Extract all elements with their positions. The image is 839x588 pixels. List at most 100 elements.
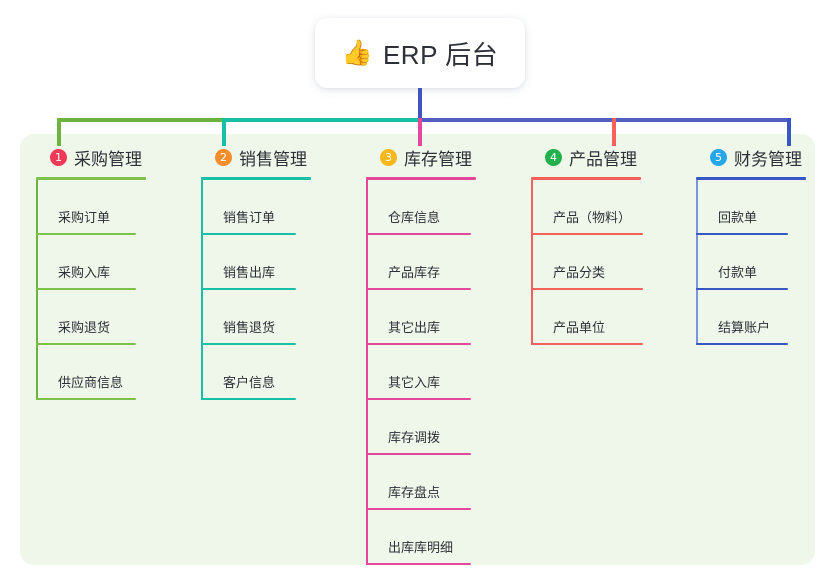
leaf-item-label: 库存调拨: [388, 430, 441, 445]
branch-title-3: 库存管理: [404, 149, 472, 169]
leaf-list-2: 销售订单销售出库销售退货客户信息: [201, 180, 311, 400]
branch-header-4[interactable]: 4 产品管理: [531, 145, 641, 169]
leaf-item-underline: [201, 343, 296, 345]
leaf-item-underline: [36, 288, 136, 290]
branch-underline-1: [36, 177, 146, 180]
leaf-item-label: 回款单: [718, 210, 758, 225]
leaf-list-4: 产品（物料） 产品分类产品单位: [531, 180, 643, 345]
leaf-item[interactable]: 销售出库: [201, 235, 311, 290]
leaf-item[interactable]: 库存调拨: [366, 400, 476, 455]
leaf-item[interactable]: 结算账户: [696, 290, 806, 345]
leaf-item-label: 仓库信息: [388, 210, 441, 225]
leaf-item-underline: [366, 508, 471, 510]
leaf-item-label: 产品（物料）: [553, 210, 632, 225]
leaf-item-label: 付款单: [718, 265, 758, 280]
thumbs-up-icon: 👍: [341, 38, 373, 67]
leaf-item-underline: [201, 288, 296, 290]
leaf-item-label: 结算账户: [718, 320, 771, 335]
branch-badge-icon-4: 4: [545, 148, 562, 166]
leaf-list-1: 采购订单采购入库采购退货供应商信息: [36, 180, 146, 400]
leaf-item-underline: [36, 343, 136, 345]
branch-title-1: 采购管理: [74, 149, 142, 169]
leaf-stem-line-5: [696, 180, 698, 345]
leaf-item-underline: [696, 233, 788, 235]
leaf-item-underline: [366, 398, 471, 400]
branch-column-3: 3 库存管理仓库信息产品库存其它出库其它入库库存调拨库存盘点出库库明细: [366, 145, 476, 565]
leaf-item[interactable]: 回款单: [696, 180, 806, 235]
leaf-item-label: 销售订单: [223, 210, 276, 225]
branch-title-5: 财务管理: [734, 149, 802, 169]
branch-badge-icon-2: 2: [215, 148, 232, 166]
leaf-item-underline: [696, 288, 788, 290]
branch-header-1[interactable]: 1 采购管理: [36, 145, 146, 169]
leaf-item-underline: [366, 288, 471, 290]
leaf-item-underline: [531, 288, 643, 290]
branch-underline-5: [696, 177, 806, 180]
leaf-item[interactable]: 其它出库: [366, 290, 476, 345]
leaf-list-3: 仓库信息产品库存其它出库其它入库库存调拨库存盘点出库库明细: [366, 180, 476, 565]
leaf-item-underline: [201, 233, 296, 235]
leaf-item-label: 产品单位: [553, 320, 606, 335]
leaf-stem-line-3: [366, 180, 368, 565]
leaf-item-label: 采购订单: [58, 210, 111, 225]
branch-header-5[interactable]: 5 财务管理: [696, 145, 806, 169]
leaf-item[interactable]: 产品（物料）: [531, 180, 643, 235]
branch-badge-icon-1: 1: [50, 148, 67, 166]
leaf-item[interactable]: 产品单位: [531, 290, 643, 345]
branch-header-3[interactable]: 3 库存管理: [366, 145, 476, 169]
leaf-item-label: 产品库存: [388, 265, 441, 280]
leaf-item[interactable]: 销售订单: [201, 180, 311, 235]
leaf-item-label: 其它入库: [388, 375, 441, 390]
leaf-item[interactable]: 付款单: [696, 235, 806, 290]
leaf-stem-line-2: [201, 180, 203, 400]
leaf-item-label: 采购入库: [58, 265, 111, 280]
branch-underline-2: [201, 177, 311, 180]
content-panel: [20, 134, 815, 565]
leaf-item[interactable]: 出库库明细: [366, 510, 476, 565]
leaf-item-underline: [531, 233, 643, 235]
leaf-item-label: 销售退货: [223, 320, 276, 335]
leaf-item[interactable]: 产品分类: [531, 235, 643, 290]
leaf-item[interactable]: 采购入库: [36, 235, 146, 290]
root-node[interactable]: 👍 ERP 后台: [315, 18, 525, 88]
leaf-item-label: 其它出库: [388, 320, 441, 335]
leaf-item-label: 销售出库: [223, 265, 276, 280]
leaf-item-underline: [366, 563, 471, 565]
leaf-item-underline: [696, 343, 788, 345]
leaf-item-underline: [366, 343, 471, 345]
leaf-item[interactable]: 产品库存: [366, 235, 476, 290]
leaf-item[interactable]: 客户信息: [201, 345, 311, 400]
leaf-item-underline: [36, 398, 136, 400]
branch-title-4: 产品管理: [569, 149, 637, 169]
branch-column-5: 5 财务管理回款单付款单结算账户: [696, 145, 806, 345]
leaf-item-label: 出库库明细: [388, 540, 454, 555]
leaf-list-5: 回款单付款单结算账户: [696, 180, 806, 345]
leaf-item-underline: [531, 343, 643, 345]
leaf-item-underline: [36, 233, 136, 235]
leaf-item-label: 供应商信息: [58, 375, 124, 390]
leaf-item[interactable]: 其它入库: [366, 345, 476, 400]
branch-badge-icon-3: 3: [380, 148, 397, 166]
leaf-item-underline: [366, 233, 471, 235]
leaf-item[interactable]: 销售退货: [201, 290, 311, 345]
leaf-stem-line-4: [531, 180, 533, 345]
leaf-item[interactable]: 库存盘点: [366, 455, 476, 510]
leaf-stem-line-1: [36, 180, 38, 400]
leaf-item-label: 库存盘点: [388, 485, 441, 500]
branch-column-4: 4 产品管理产品（物料） 产品分类产品单位: [531, 145, 643, 345]
leaf-item[interactable]: 采购订单: [36, 180, 146, 235]
leaf-item[interactable]: 仓库信息: [366, 180, 476, 235]
root-title: ERP 后台: [382, 39, 499, 70]
leaf-item[interactable]: 采购退货: [36, 290, 146, 345]
leaf-item[interactable]: 供应商信息: [36, 345, 146, 400]
branch-underline-4: [531, 177, 641, 180]
leaf-item-underline: [201, 398, 296, 400]
branch-underline-3: [366, 177, 476, 180]
leaf-item-label: 客户信息: [223, 375, 276, 390]
leaf-item-label: 产品分类: [553, 265, 606, 280]
branch-column-1: 1 采购管理采购订单采购入库采购退货供应商信息: [36, 145, 146, 400]
branch-badge-icon-5: 5: [710, 148, 727, 166]
